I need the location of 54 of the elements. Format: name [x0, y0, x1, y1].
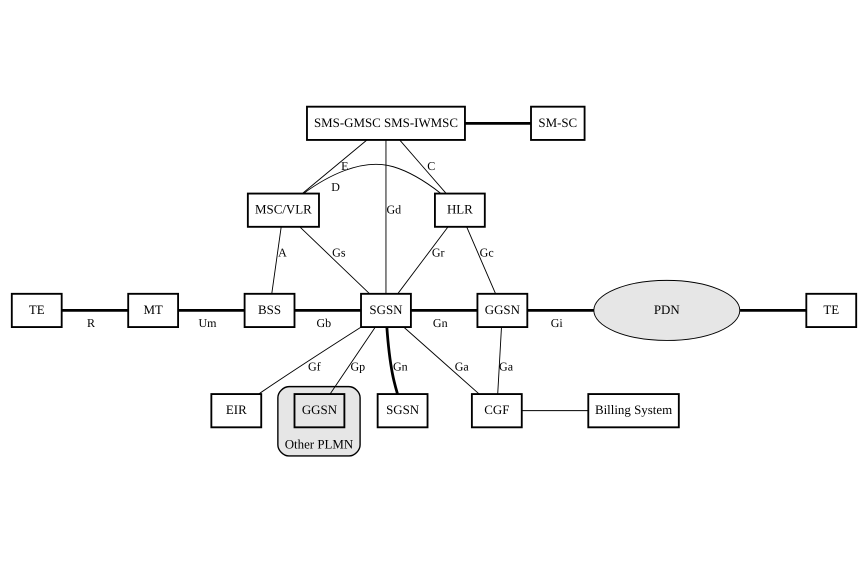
edge-label: Gb [316, 316, 332, 330]
connector [397, 226, 448, 294]
node-box: EIR [210, 393, 262, 428]
connector [330, 326, 376, 394]
edge-label: Ga [454, 359, 469, 374]
connector [303, 164, 442, 194]
connector [521, 410, 589, 412]
node-box: GGSN [476, 292, 528, 328]
edge-label: Um [198, 316, 216, 330]
connector [399, 140, 446, 194]
edge-label: Gn [392, 359, 408, 374]
connector [271, 226, 282, 294]
edge-label: Gp [350, 359, 366, 374]
node-box: MT [127, 292, 180, 328]
edge-label: C [427, 158, 436, 173]
connector [385, 326, 399, 394]
connector [403, 326, 480, 394]
edge-label: D [331, 180, 340, 194]
edge-label: A [278, 246, 287, 260]
node-box: SGSN [376, 393, 428, 428]
connector [62, 309, 128, 312]
node-box: TE [10, 292, 63, 328]
node-box: CGF [470, 393, 523, 428]
node-ellipse: PDN [593, 280, 740, 341]
connector [294, 309, 361, 312]
node-box: SM-SC [530, 106, 586, 141]
connector [299, 226, 370, 294]
node-box: SMS-GMSC SMS-IWMSC [306, 106, 466, 141]
connector [497, 326, 502, 394]
edge-label: E [341, 158, 349, 173]
node-box: TE [805, 292, 858, 328]
edge-label: Gs [332, 246, 346, 260]
node-box: GGSN [294, 393, 346, 428]
node-box: HLR [434, 192, 486, 228]
node-box: MSC/VLR [246, 192, 320, 228]
connector [740, 309, 806, 312]
node-box: Billing System [587, 393, 680, 428]
connector [302, 140, 368, 194]
node-box: BSS [244, 292, 296, 328]
edge-label: Gf [308, 359, 321, 374]
node-box: SGSN [360, 292, 412, 328]
edge-label: Ga [499, 359, 514, 374]
edge-label: Gr [432, 246, 444, 260]
edge-label: Gn [432, 316, 448, 330]
connector [527, 309, 594, 312]
connector [258, 326, 362, 394]
edge-label: Gd [386, 202, 402, 216]
edge-label: Gc [480, 246, 494, 260]
edge-label: R [87, 316, 96, 330]
connector [466, 226, 496, 294]
connector [465, 122, 531, 125]
connector [410, 309, 478, 312]
connector [178, 309, 245, 312]
edge-label: Gi [550, 316, 563, 330]
